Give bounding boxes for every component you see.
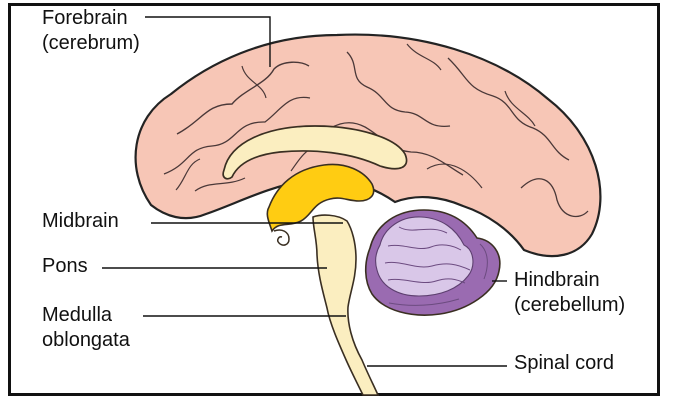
optic-curl — [274, 230, 289, 245]
medulla-label-line-2: oblongata — [42, 328, 130, 353]
midbrain-label-line-1: Midbrain — [42, 209, 119, 234]
forebrain-label-line-2: (cerebrum) — [42, 31, 140, 56]
forebrain-label-line-1: Forebrain — [42, 6, 140, 31]
hindbrain-label: Hindbrain (cerebellum) — [514, 268, 625, 318]
pons-label: Pons — [42, 254, 88, 279]
spinal-cord-label: Spinal cord — [514, 351, 614, 376]
medulla-label-line-1: Medulla — [42, 303, 130, 328]
spinal-cord-label-line-1: Spinal cord — [514, 351, 614, 376]
cerebellum — [366, 210, 500, 315]
hindbrain-label-line-1: Hindbrain — [514, 268, 625, 293]
medulla-label: Medulla oblongata — [42, 303, 130, 353]
forebrain-label: Forebrain (cerebrum) — [42, 6, 140, 56]
brainstem — [313, 215, 378, 395]
hindbrain-label-line-2: (cerebellum) — [514, 293, 625, 318]
pons-label-line-1: Pons — [42, 254, 88, 279]
midbrain-label: Midbrain — [42, 209, 119, 234]
